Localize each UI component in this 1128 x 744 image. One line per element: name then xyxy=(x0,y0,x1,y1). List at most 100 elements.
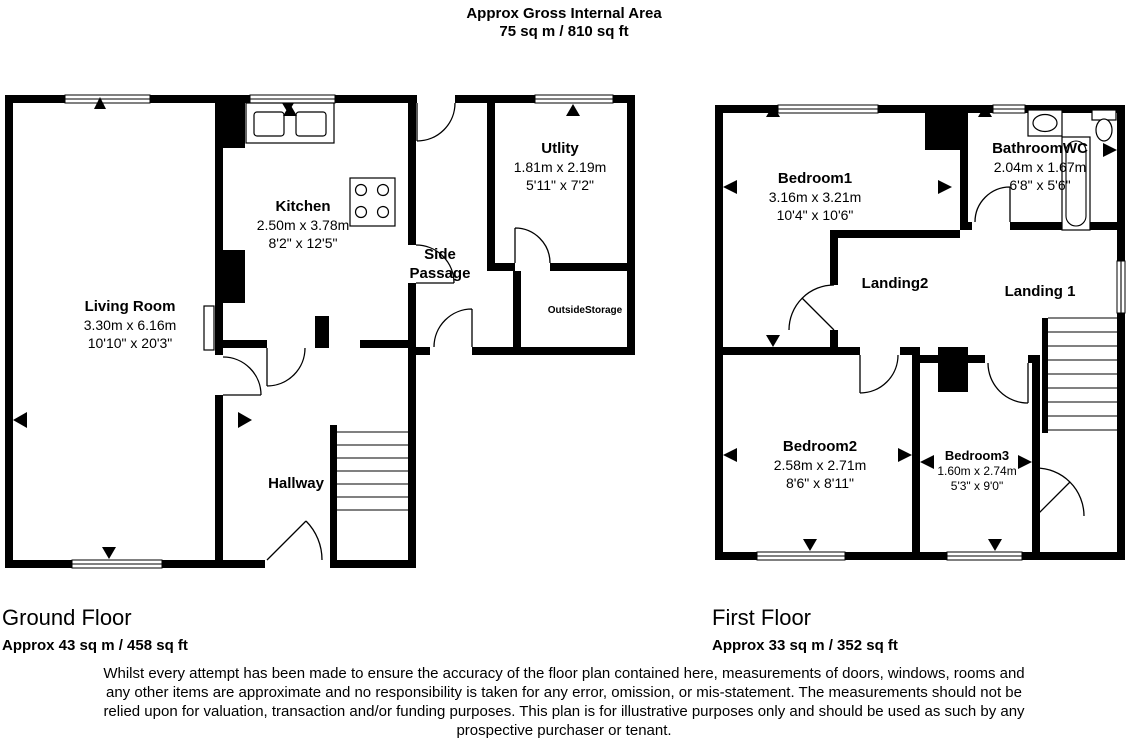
window xyxy=(71,559,163,569)
radiator-icon xyxy=(203,305,215,351)
ground-stairs xyxy=(337,431,408,511)
page-header: Approx Gross Internal Area 75 sq m / 810… xyxy=(0,5,1128,41)
first-floor-plan xyxy=(715,104,1126,561)
ground-doors xyxy=(222,102,551,561)
room-dim-metric: 2.50m x 3.78m xyxy=(256,216,350,233)
arrow-right-icon xyxy=(238,412,252,428)
room-label-bedroom2: Bedroom2 2.58m x 2.71m 8'6" x 8'11" xyxy=(774,438,867,492)
ground-measure-arrows xyxy=(13,97,580,559)
window xyxy=(777,104,879,114)
room-name: Side Passage xyxy=(409,246,471,282)
arrow-up-icon xyxy=(94,97,106,109)
window xyxy=(64,94,151,104)
page-subtitle: 75 sq m / 810 sq ft xyxy=(499,23,629,40)
door-arc xyxy=(266,347,306,387)
ground-walls xyxy=(5,95,635,568)
room-name: Bedroom3 xyxy=(944,448,1010,463)
room-label-bathroom-wc: BathroomWC 2.04m x 1.67m 6'8" x 5'6" xyxy=(992,140,1088,194)
arrow-up-icon xyxy=(978,105,992,117)
room-name: Landing 1 xyxy=(1004,283,1076,300)
arrow-right-icon xyxy=(898,448,912,462)
arrow-down-icon xyxy=(766,335,780,347)
room-label-landing2: Landing2 xyxy=(862,275,929,294)
disclaimer-text: Whilst every attempt has been made to en… xyxy=(103,665,1025,739)
room-label-side-passage: Side Passage xyxy=(405,246,475,284)
window xyxy=(992,104,1026,114)
room-dim-metric: 2.58m x 2.71m xyxy=(773,456,867,473)
arrow-right-icon xyxy=(1018,455,1032,469)
door-arc xyxy=(1035,467,1085,517)
door-arc xyxy=(415,244,455,284)
page-title: Approx Gross Internal Area xyxy=(466,5,662,22)
first-floor-title-block: First Floor Approx 33 sq m / 352 sq ft xyxy=(712,605,898,655)
floor-area: Approx 33 sq m / 352 sq ft xyxy=(712,637,898,654)
bathtub-icon xyxy=(1061,136,1091,231)
room-dim-metric: 3.30m x 6.16m xyxy=(83,316,177,333)
room-dim-imperial: 5'11" x 7'2" xyxy=(526,176,594,193)
arrow-left-icon xyxy=(13,412,27,428)
door-arc xyxy=(416,102,456,142)
room-dim-metric: 2.04m x 1.67m xyxy=(993,158,1087,175)
window xyxy=(249,94,336,104)
room-dim-metric: 1.81m x 2.19m xyxy=(513,158,607,175)
room-name: OutsideStorage xyxy=(547,305,623,316)
door-arc xyxy=(433,308,473,348)
room-dim-metric: 3.16m x 3.21m xyxy=(768,188,862,205)
door-arc xyxy=(222,356,262,396)
first-doors xyxy=(788,186,1085,517)
room-dim-metric: 1.60m x 2.74m xyxy=(937,464,1017,479)
room-dim-imperial: 8'6" x 8'11" xyxy=(786,474,854,491)
room-label-utility: Utlity 1.81m x 2.19m 5'11" x 7'2" xyxy=(514,140,607,194)
arrow-right-icon xyxy=(1103,143,1117,157)
floor-name: Ground Floor xyxy=(2,605,132,630)
door-arc xyxy=(266,520,323,561)
room-name: Bedroom2 xyxy=(782,438,858,455)
floor-name: First Floor xyxy=(712,605,811,630)
room-dim-imperial: 8'2" x 12'5" xyxy=(268,234,338,251)
room-label-kitchen: Kitchen 2.50m x 3.78m 8'2" x 12'5" xyxy=(257,198,350,252)
bathroom-sink-icon xyxy=(1027,109,1063,137)
ground-floor-plan xyxy=(5,94,635,569)
room-label-landing1: Landing 1 xyxy=(1005,283,1076,302)
arrow-left-icon xyxy=(723,180,737,194)
first-stairs xyxy=(1048,317,1117,431)
window xyxy=(534,94,614,104)
first-walls xyxy=(715,105,1125,560)
stove-icon xyxy=(349,177,396,227)
arrow-down-icon xyxy=(102,547,116,559)
room-label-bedroom1: Bedroom1 3.16m x 3.21m 10'4" x 10'6" xyxy=(769,170,862,224)
arrow-up-icon xyxy=(766,105,780,117)
floor-area: Approx 43 sq m / 458 sq ft xyxy=(2,637,188,654)
arrow-right-icon xyxy=(938,180,952,194)
room-name: BathroomWC xyxy=(992,140,1088,157)
toilet-icon xyxy=(1091,109,1117,142)
room-dim-imperial: 6'8" x 5'6" xyxy=(1009,176,1071,193)
first-windows xyxy=(756,104,1126,561)
room-dim-imperial: 10'10" x 20'3" xyxy=(87,334,173,351)
room-name: Utlity xyxy=(541,140,579,157)
room-label-living-room: Living Room 3.30m x 6.16m 10'10" x 20'3" xyxy=(84,298,177,352)
room-name: Living Room xyxy=(84,298,176,315)
window xyxy=(1116,260,1126,314)
arrow-down-icon xyxy=(988,539,1002,551)
arrow-down-icon xyxy=(803,539,817,551)
door-arc xyxy=(987,362,1029,404)
room-label-bedroom3: Bedroom3 1.60m x 2.74m 5'3" x 9'0" xyxy=(937,448,1016,495)
arrow-left-icon xyxy=(920,455,934,469)
door-arc xyxy=(974,186,1011,223)
room-label-outside-storage: OutsideStorage xyxy=(548,305,622,318)
door-arc xyxy=(514,227,551,264)
door-arc xyxy=(788,284,835,331)
door-arc xyxy=(859,354,899,394)
arrow-up-icon xyxy=(566,104,580,116)
window xyxy=(756,551,846,561)
room-name: Landing2 xyxy=(861,275,929,292)
room-dim-imperial: 10'4" x 10'6" xyxy=(776,206,854,223)
room-name: Kitchen xyxy=(275,198,331,215)
ground-floor-title-block: Ground Floor Approx 43 sq m / 458 sq ft xyxy=(2,605,188,655)
room-name: Hallway xyxy=(268,475,324,492)
window xyxy=(946,551,1023,561)
room-label-hallway: Hallway xyxy=(268,475,324,494)
